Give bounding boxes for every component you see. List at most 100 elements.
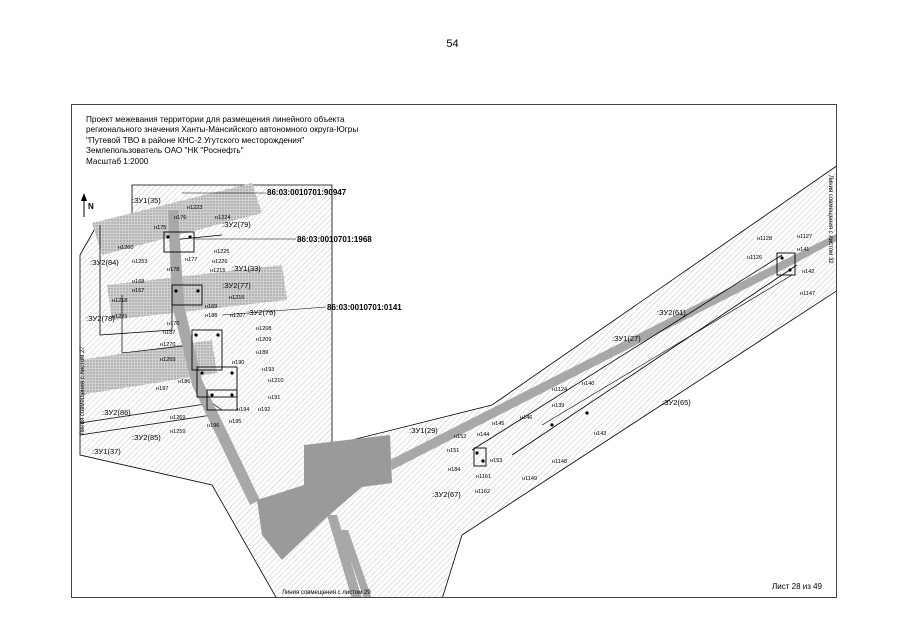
point-label: н193 [262,367,274,373]
point-label: н186 [178,379,190,385]
point-labels: н1223 н176 н1224 н175 н1260 н1225 н1253 … [112,205,815,495]
point-label: н143 [594,431,606,437]
point-label: н197 [156,386,168,392]
zone-label: :ЗУ2(65) [662,398,691,407]
point-label: н196 [207,423,219,429]
forest-strip-3 [80,340,217,395]
point-label: н1270 [160,342,176,348]
point-label: н1269 [160,357,176,363]
point-label: н1207 [230,313,246,319]
zone-label: :ЗУ1(29) [409,426,438,435]
boundary-line-4 [79,414,213,436]
point-label: н1124 [552,387,567,393]
point-markers [166,235,792,463]
zone-label: :ЗУ2(84) [90,258,119,267]
title-line: "Путевой ТВО в районе КНС-2 Угутского ме… [86,135,305,145]
point-label: н192 [258,407,270,413]
zone-label: :ЗУ2(77) [222,281,251,290]
point-label: н176 [174,215,186,221]
match-line-right: Линия совмещения с листом 32 [827,175,833,264]
cadastral-label: 86:03:0010701:1968 [297,235,372,244]
point-label: н153 [490,458,502,464]
point-label: н152 [454,434,466,440]
point-label: н1224 [215,215,231,221]
point-label: н189 [256,350,268,356]
map-drawing: N 86:03:0010701:90947 86:03:0010701:1968… [79,165,836,597]
point-label: н195 [229,419,241,425]
zone-label: :ЗУ2(78) [86,314,115,323]
boundary-line-2 [121,295,193,354]
title-line: Проект межевания территории для размещен… [86,115,345,124]
zone-label: :ЗУ2(86) [102,408,131,417]
site-block [257,435,392,560]
title-block: Проект межевания территории для размещен… [86,115,358,167]
zone-label: :ЗУ1(27) [612,334,641,343]
zone-label: :ЗУ2(76) [247,308,276,317]
zone-label: :ЗУ2(61) [657,308,686,317]
point-label: н139 [552,403,564,409]
match-line-left: Линия совмещения с листом 27 [80,346,86,435]
cadastral-label: 86:03:0010701:90947 [267,188,347,197]
point-label: н1259 [170,429,186,435]
point-label: н1128 [757,236,772,242]
point-label: н142 [802,269,814,275]
zone-label: :ЗУ2(79) [222,220,251,229]
point-label: н170 [167,321,179,327]
zone-label: :ЗУ1(35) [132,196,161,205]
point-label: н1253 [132,259,148,265]
pipeline-vertical [168,210,260,505]
pipeline-bottom [327,515,362,597]
zone-label: :ЗУ2(67) [432,490,461,499]
point-label: н141 [797,247,809,253]
parcel-line-3 [541,274,793,426]
point-label: н177 [185,257,197,263]
point-label: н1226 [212,259,228,265]
point-label: н169 [205,304,217,310]
map-frame: N 86:03:0010701:90947 86:03:0010701:1968… [71,104,837,598]
point-label: н194 [237,407,249,413]
parcel-line-1 [471,254,783,451]
parcel-line-2 [511,264,798,456]
zone-label: :ЗУ1(37) [92,447,121,456]
point-label: н190 [232,360,244,366]
point-label: н1216 [229,295,245,301]
point-label: н140 [582,381,594,387]
point-label: н167 [132,288,144,294]
point-label: н168 [132,279,144,285]
point-label: н1223 [187,205,203,211]
page-number: 54 [446,38,459,50]
point-label: н1127 [797,234,812,240]
point-label: н1269 [170,415,186,421]
point-label: н178 [167,267,179,273]
point-label: н1215 [210,268,226,274]
point-label: н1162 [475,489,490,495]
north-label: N [88,202,94,211]
point-label: н145 [492,421,504,427]
leader-line [221,306,327,316]
zone-labels: :ЗУ1(35) :ЗУ2(79) :ЗУ2(84) :ЗУ1(33) :ЗУ2… [86,196,691,499]
point-label: н146 [520,415,532,421]
zone-label: :ЗУ1(33) [232,264,261,273]
point-label: н1221 [112,314,128,320]
point-label: н1218 [112,298,128,304]
point-label: н1161 [476,474,491,480]
point-label: н1210 [268,378,284,384]
pipeline-diagonal [390,234,836,470]
forest-strip-2 [107,265,287,320]
point-label: н1260 [118,245,134,251]
point-label: н1225 [214,249,230,255]
title-line: Масштаб 1:2000 [86,156,149,166]
point-label: н188 [205,313,217,319]
point-label: н191 [268,395,280,401]
point-label: н187 [163,330,175,336]
cadastral-label: 86:03:0010701:0141 [327,303,402,312]
pipeline-bottom-2 [340,530,372,597]
point-label: н144 [477,432,489,438]
match-line-bottom: Линия совмещения с листом 29 [282,590,371,596]
north-arrow-icon [81,193,87,217]
point-label: н1209 [256,337,272,343]
point-label: н1208 [256,326,272,332]
point-label: н1147 [800,291,815,297]
point-label: н151 [447,448,459,454]
sheet-label: Лист 28 из 49 [772,582,822,591]
